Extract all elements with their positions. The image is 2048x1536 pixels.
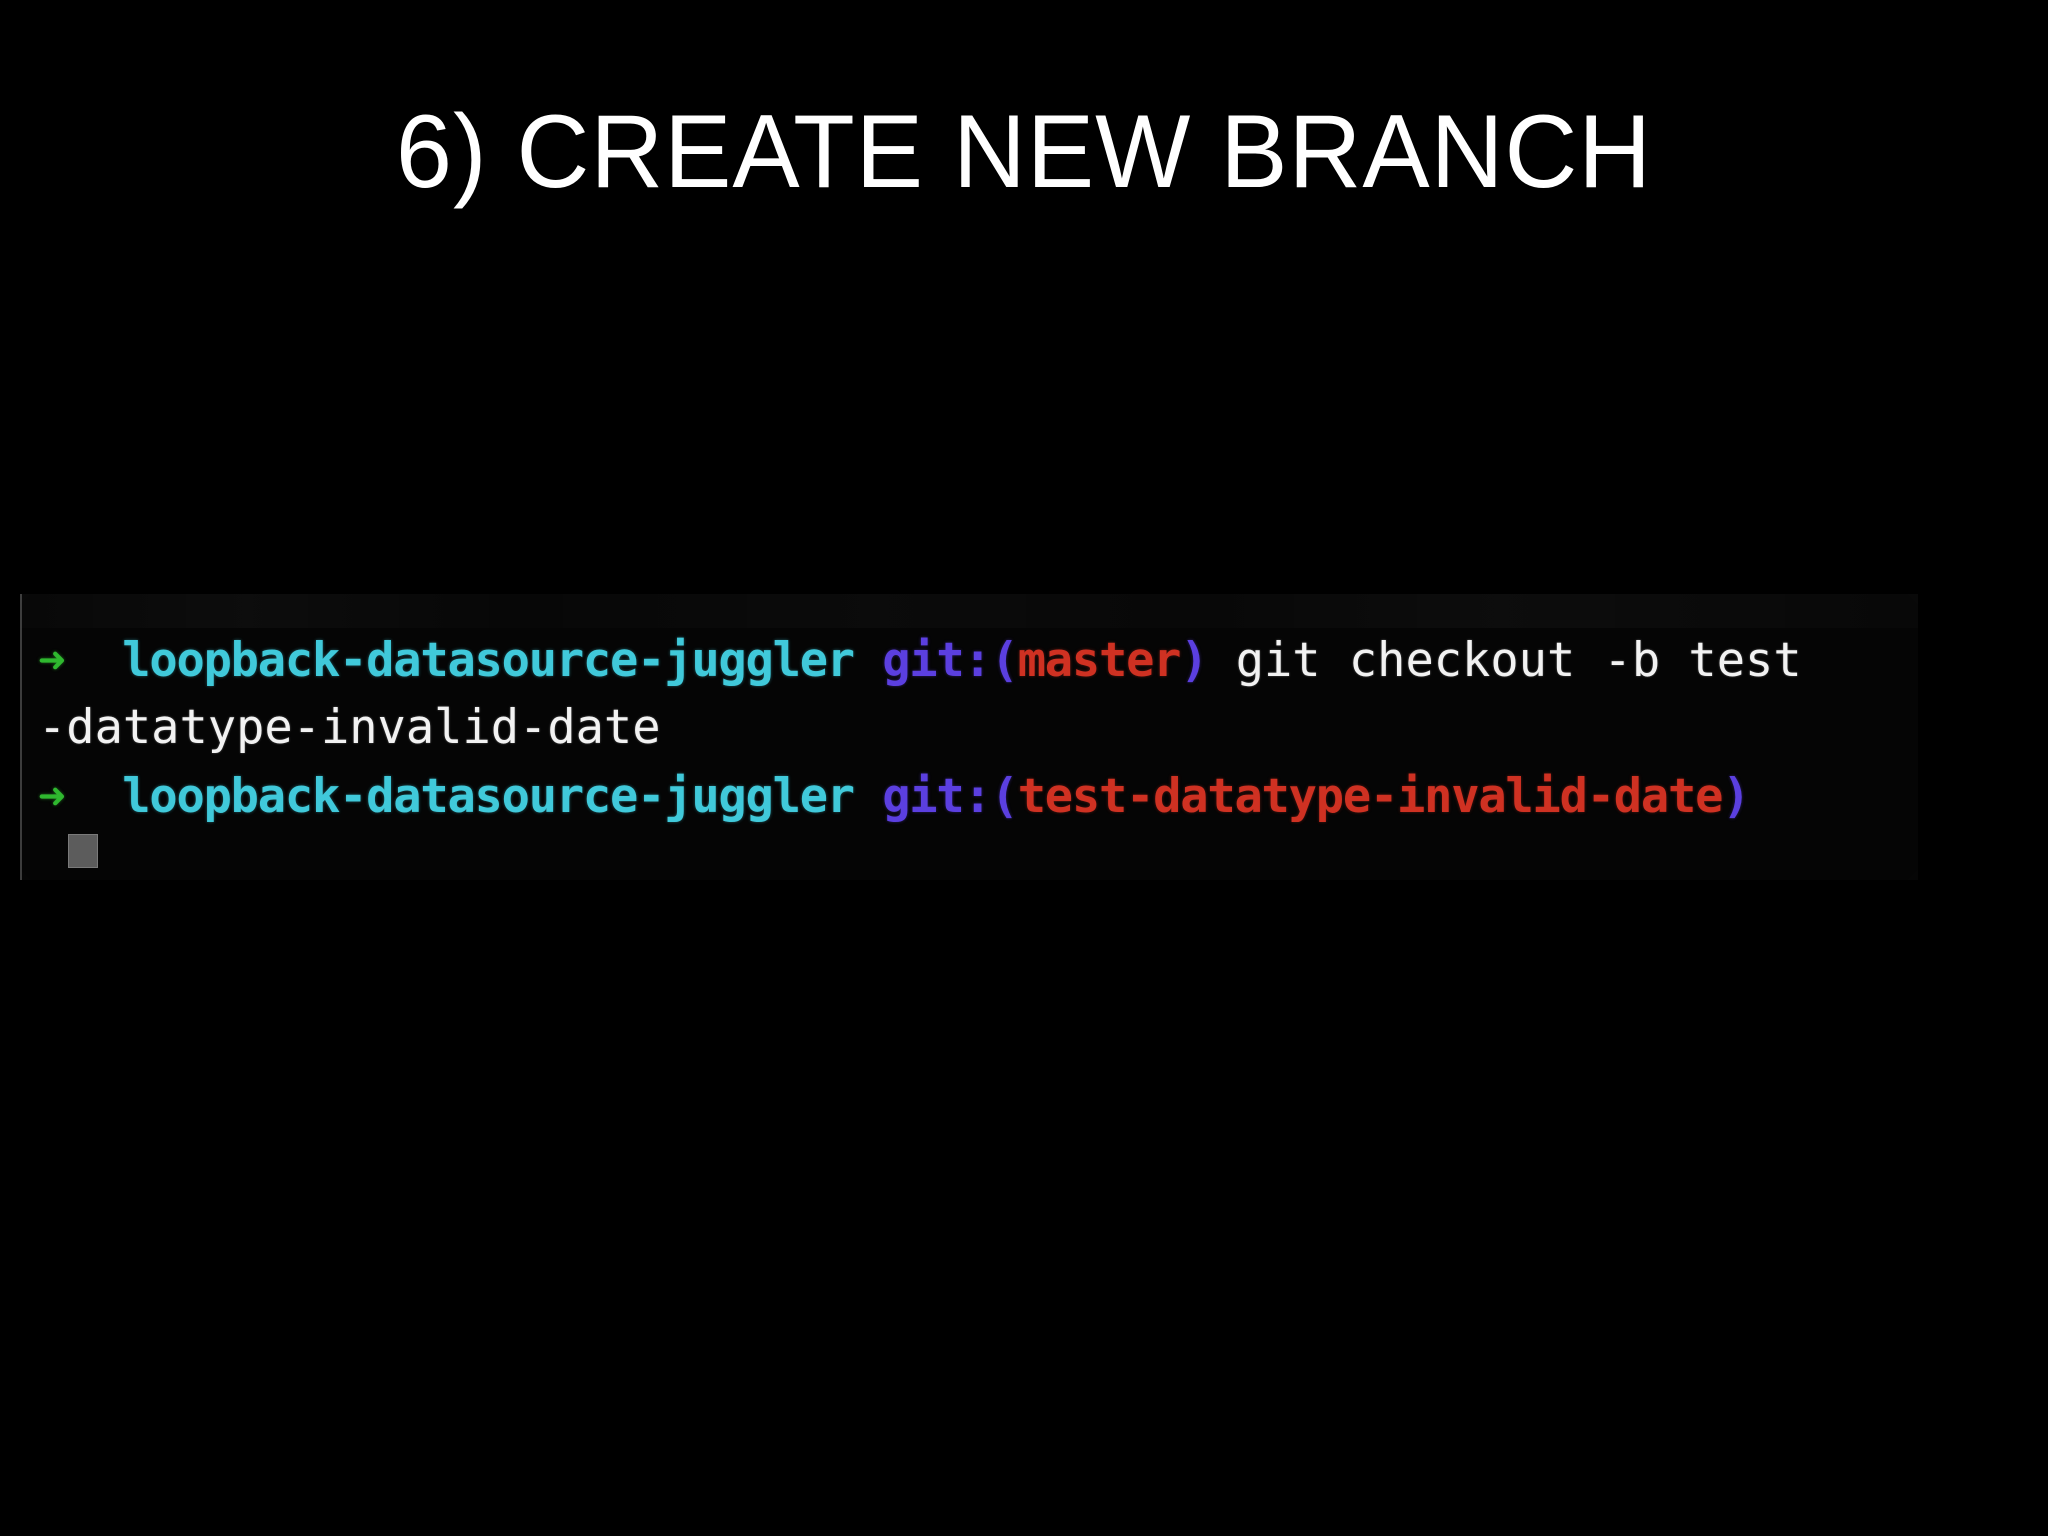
terminal-output: ➜ loopback-datasource-juggler git:(maste…	[38, 626, 1908, 830]
prompt-spacer	[1207, 633, 1235, 688]
terminal-scrollback-ghost	[20, 594, 1918, 628]
prompt-directory: loopback-datasource-juggler	[122, 633, 855, 688]
prompt-git-label: git:(	[882, 769, 1019, 824]
block-cursor	[68, 834, 98, 868]
prompt-spacer	[66, 769, 123, 824]
prompt-spacer	[854, 633, 882, 688]
prompt-branch-name: test-datatype-invalid-date	[1017, 769, 1724, 824]
page-title: 6) CREATE NEW BRANCH	[395, 94, 1653, 210]
prompt-branch-name: master	[1017, 633, 1182, 688]
terminal-command-text: -datatype-invalid-date	[38, 700, 661, 755]
prompt-git-label: )	[1722, 769, 1750, 824]
prompt-arrow-icon: ➜	[38, 769, 66, 823]
prompt-arrow-icon: ➜	[38, 633, 66, 687]
wrapped-line-1: -datatype-invalid-date	[38, 694, 1908, 762]
prompt-directory: loopback-datasource-juggler	[122, 769, 855, 824]
prompt-spacer	[854, 769, 882, 824]
terminal-screenshot: ➜ loopback-datasource-juggler git:(maste…	[20, 594, 1918, 880]
prompt-line-1: ➜ loopback-datasource-juggler git:(maste…	[38, 626, 1908, 694]
prompt-git-label: git:(	[882, 633, 1019, 688]
terminal-left-edge	[20, 594, 22, 880]
terminal-command-text: git checkout -b test	[1235, 633, 1802, 688]
prompt-spacer	[66, 633, 123, 688]
prompt-git-label: )	[1180, 633, 1208, 688]
prompt-line-2: ➜ loopback-datasource-juggler git:(test-…	[38, 762, 1908, 830]
